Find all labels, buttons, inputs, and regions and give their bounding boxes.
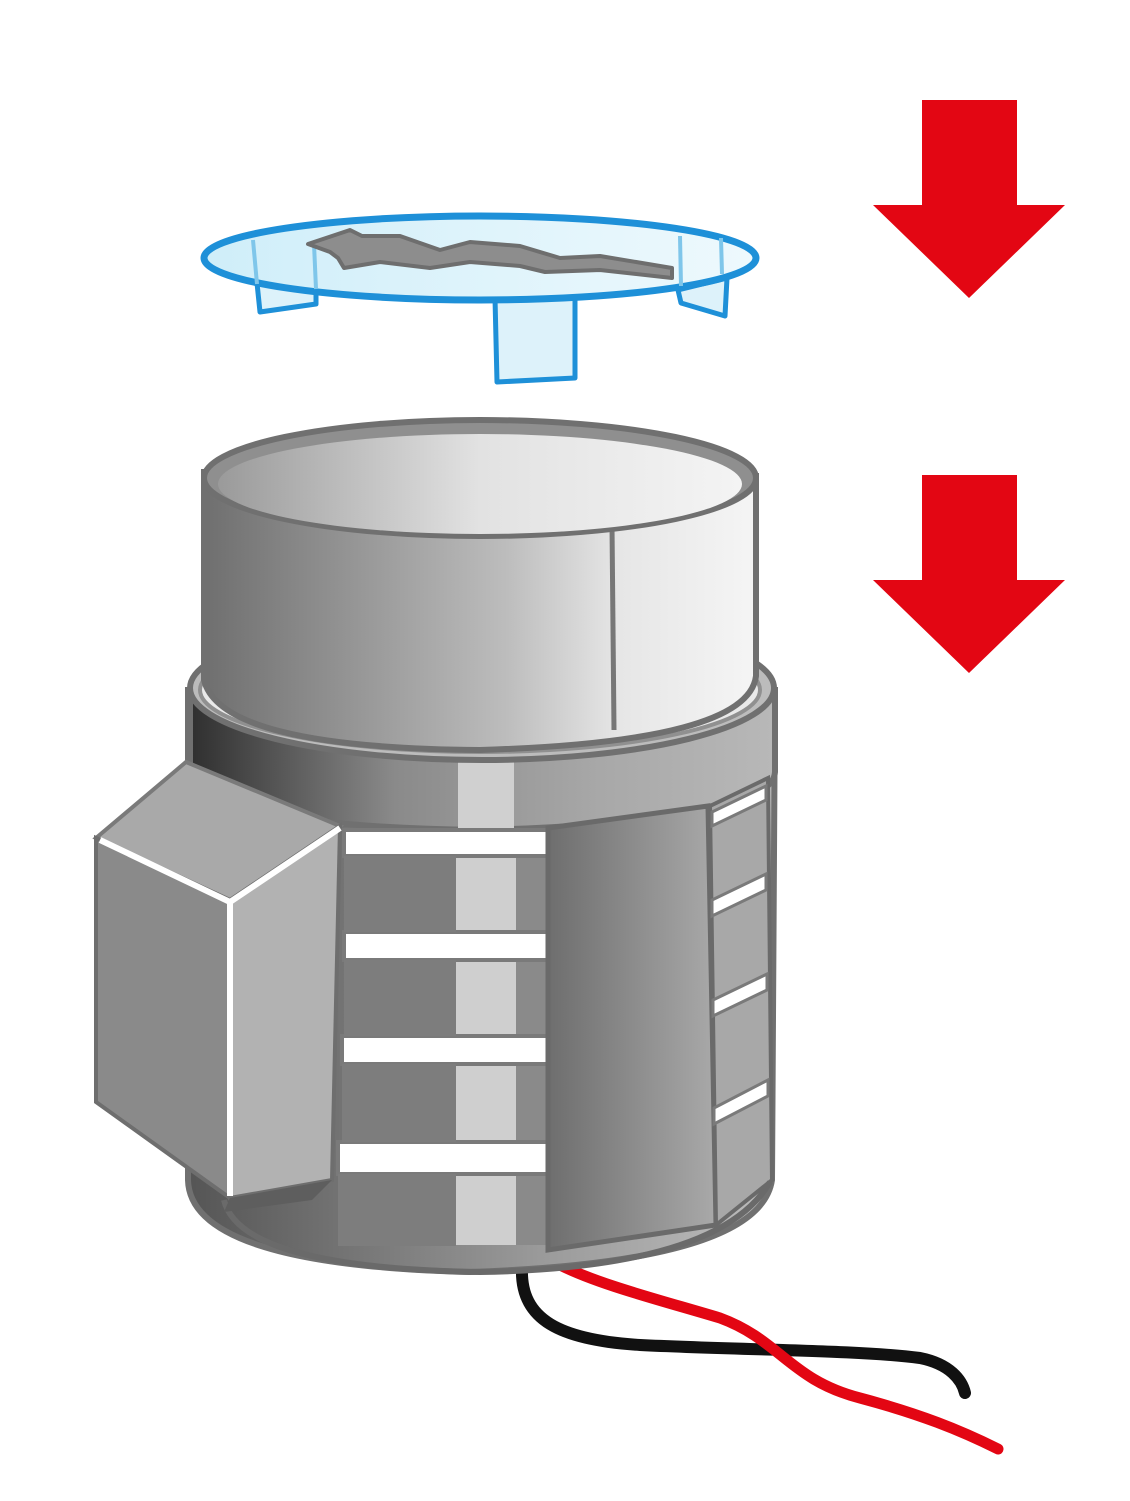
body-slots xyxy=(336,828,550,1246)
arrow-down-1 xyxy=(873,100,1065,298)
arrow-down-2 xyxy=(873,475,1065,673)
right-rib-panel xyxy=(707,774,775,1230)
side-junction-box xyxy=(92,759,345,1212)
two-wire-lead xyxy=(515,1259,1004,1455)
clear-lens-cap xyxy=(200,212,760,385)
